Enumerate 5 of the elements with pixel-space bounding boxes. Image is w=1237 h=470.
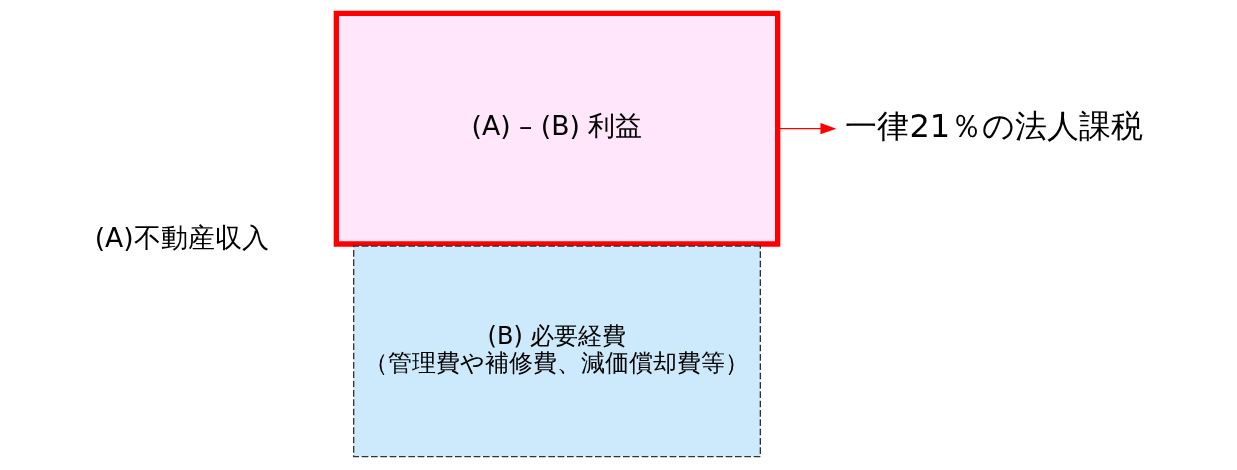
label: (A)不動産収入 [94, 222, 269, 254]
node-box: (B) 必要経費 （管理費や補修費、減価償却費等） [352, 245, 761, 458]
node-text: 一律21％の法人課税 [844, 106, 1143, 145]
node-box: (A) – (B) 利益 [333, 10, 780, 247]
arrow [777, 123, 836, 135]
